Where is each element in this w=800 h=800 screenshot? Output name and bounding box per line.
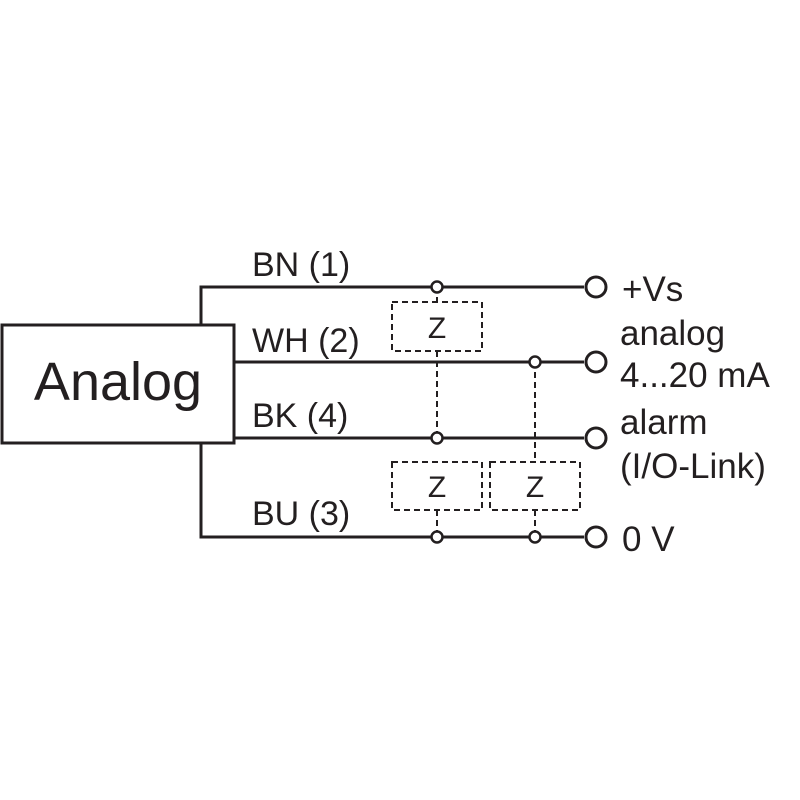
load-box-top xyxy=(391,301,483,352)
junction-bu-load-left xyxy=(430,530,444,544)
load-label-bottom-left: Z xyxy=(428,471,446,504)
terminal-label-analog: analog xyxy=(620,314,725,353)
wire-label-bu: BU (3) xyxy=(252,495,350,533)
junction-bn-load xyxy=(430,280,444,294)
terminal-label-io-link: (I/O-Link) xyxy=(620,447,766,486)
analog-module-box xyxy=(0,323,236,445)
wire-label-bk: BK (4) xyxy=(252,397,348,435)
terminal-vs xyxy=(584,275,608,299)
load-box-bottom-left xyxy=(391,461,483,511)
terminal-label-zero: 0 V xyxy=(622,520,675,559)
junction-bk-load xyxy=(430,431,444,445)
terminal-label-alarm: alarm xyxy=(620,403,708,442)
load-box-bottom-right xyxy=(489,461,581,511)
terminal-zero xyxy=(584,525,608,549)
load-label-top: Z xyxy=(428,312,446,345)
load-label-bottom-right: Z xyxy=(526,471,544,504)
wire-bn xyxy=(199,285,584,325)
terminal-label-analog-range: 4...20 mA xyxy=(620,356,770,395)
analog-module-label: Analog xyxy=(34,352,202,412)
terminal-alarm xyxy=(584,426,608,450)
terminal-analog xyxy=(584,350,608,374)
wire-label-wh: WH (2) xyxy=(252,322,360,360)
junction-wh-load xyxy=(528,355,542,369)
wire-label-bn: BN (1) xyxy=(252,246,350,284)
wire-bu xyxy=(199,443,584,539)
junction-bu-load-right xyxy=(528,530,542,544)
terminal-label-vs: +Vs xyxy=(622,270,683,309)
